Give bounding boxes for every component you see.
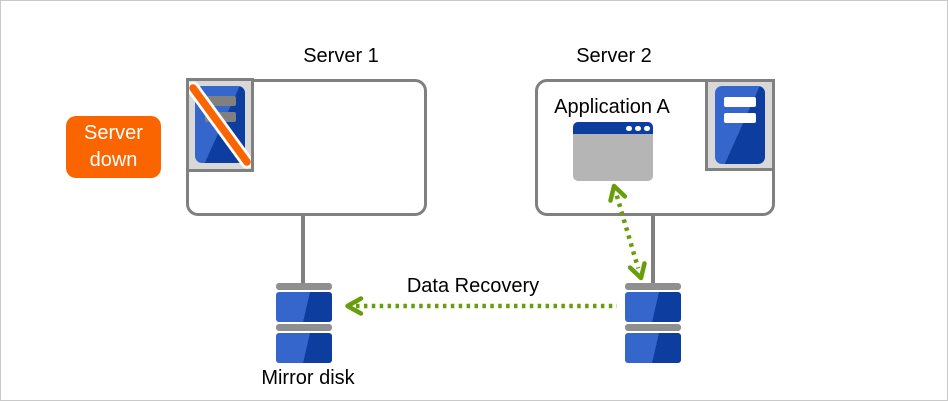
disk-cap	[625, 283, 681, 290]
active-server-icon-panel	[705, 79, 775, 171]
disk-cap	[276, 283, 332, 290]
disk-cap	[276, 324, 332, 331]
server-bar	[205, 96, 236, 106]
mirror-disk-icon-left	[276, 283, 332, 365]
mirror-disk-icon-right	[625, 283, 681, 365]
server2-title: Server 2	[576, 45, 652, 67]
application-titlebar	[573, 122, 653, 134]
titlebar-dot	[626, 125, 632, 131]
data-recovery-arrow-icon	[345, 296, 617, 316]
server-down-badge: Server down	[66, 116, 161, 178]
disk-body	[625, 292, 681, 322]
failed-server-icon	[189, 81, 251, 169]
server-down-line1: Server	[84, 122, 143, 144]
titlebar-dot	[644, 125, 650, 131]
data-recovery-label: Data Recovery	[406, 275, 540, 297]
active-server-icon	[715, 86, 765, 164]
disk-body	[276, 333, 332, 363]
disk-cap	[625, 324, 681, 331]
failed-server-icon-panel	[186, 78, 254, 172]
server-bar	[724, 97, 756, 107]
application-window-icon	[573, 122, 653, 181]
server-down-line2: down	[89, 149, 138, 171]
server-bar	[724, 113, 756, 123]
server1-title: Server 1	[303, 45, 379, 67]
server1-disk-connector	[301, 216, 305, 284]
disk-body	[276, 292, 332, 322]
slash-icon	[189, 84, 251, 166]
disk-body	[625, 333, 681, 363]
application-label: Application A	[554, 96, 670, 118]
server2-disk-connector	[651, 216, 655, 284]
mirror-disk-label: Mirror disk	[261, 367, 355, 389]
titlebar-dot	[635, 125, 641, 131]
